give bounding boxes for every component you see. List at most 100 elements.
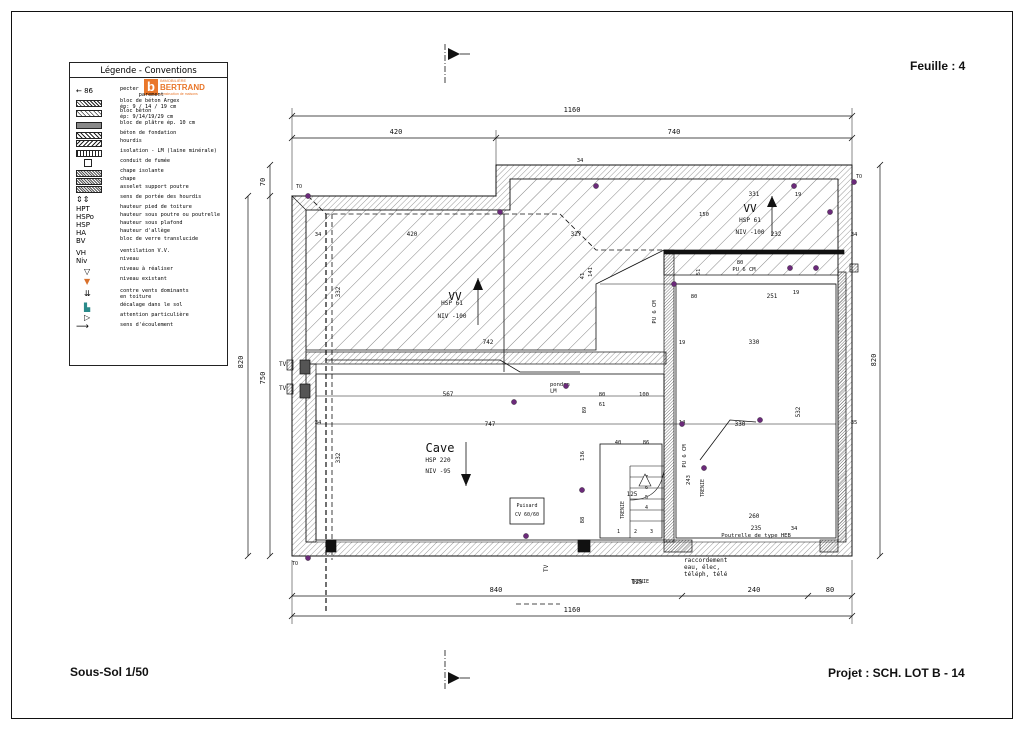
dimension-tick [876, 161, 884, 169]
level-arrow-icon [473, 278, 483, 290]
stair-number: 2 [634, 529, 637, 535]
dimension-tick [876, 552, 884, 560]
legend-item: ▷attention particulière [70, 312, 227, 323]
dimension-label: 61 [599, 402, 606, 408]
dimension-label: 740 [668, 128, 681, 136]
tv-label: TV [543, 564, 550, 572]
level-arrow-icon [767, 196, 777, 207]
legend-symbol: VH [76, 249, 87, 257]
dimension-label: 235 [751, 525, 762, 532]
stair-number: 1 [617, 529, 620, 535]
legend-item: béton de fondation [70, 130, 227, 141]
dimension-label: 125 [627, 491, 638, 498]
marker-dot [305, 555, 311, 561]
legend-item: hourdis [70, 138, 227, 149]
cave-room-outline [315, 373, 665, 541]
marker-dot [813, 265, 819, 271]
dimension-tick [244, 192, 252, 200]
conduit-line [504, 213, 664, 251]
legend-symbol [76, 131, 102, 140]
dimension-label: 34 [791, 526, 798, 532]
beam-note: PU 6 CM [732, 267, 756, 273]
legend-symbol: HSP [76, 221, 90, 229]
marker-dot [787, 265, 793, 271]
dimension-label: 89 [582, 407, 588, 414]
stair-number: 6 [645, 485, 648, 491]
legend-symbol [76, 121, 102, 130]
dimension-label: 34 [851, 232, 858, 238]
legend-text: décalage dans le sol [120, 302, 183, 308]
sheet-frame [11, 11, 1013, 719]
legend-symbol [76, 185, 102, 194]
legend-item: HSP hauteur sous plafond [70, 220, 227, 231]
marker-dot [511, 399, 517, 405]
dimension-label: 86 [643, 440, 650, 446]
dimension-tick [804, 592, 812, 600]
dimension-label: 80 [691, 294, 698, 300]
legend-text: sens d'écoulement [120, 322, 174, 328]
dimension-label: 532 [795, 406, 802, 417]
legend-title: Légende - Conventions [100, 65, 197, 75]
ventilation-grille [286, 359, 294, 371]
legend-symbol [76, 177, 102, 186]
legend-text: pecter parement [120, 86, 164, 98]
legend-symbol: BV [76, 237, 86, 245]
legend-symbol: HPT [76, 205, 90, 213]
dimension-tick [266, 161, 274, 169]
dimension-label: 19 [793, 290, 800, 296]
tv-box [299, 359, 311, 375]
zone-label: VV [448, 290, 462, 303]
dimension-label: 747 [485, 421, 496, 428]
legend-symbol: ⇕⇕ [76, 195, 90, 204]
dimension-label: 141 [588, 267, 594, 277]
east-wall-thick [837, 271, 847, 543]
stair-number: 3 [650, 529, 653, 535]
trench-note: TRENIE [631, 579, 649, 585]
marker-dot [851, 179, 857, 185]
stair-winder [629, 469, 665, 501]
dimension-label: 243 [686, 475, 692, 485]
legend-text: bloc de béton Argex ép: 9 / 14 / 19 cm [120, 98, 180, 110]
legend-symbol: HSPo [76, 213, 94, 221]
to-label: TO [292, 561, 298, 567]
dimension-label: 51 [696, 269, 702, 276]
stair-outline [599, 443, 663, 539]
legend-box: Légende - Conventions b IMMOBILIÈRE BERT… [69, 62, 228, 366]
legend-item: conduit de fumée [70, 158, 227, 169]
puisard-label: Puisard [516, 503, 537, 509]
legend-text: asselet support poutre [120, 184, 189, 190]
legend-text: hauteur sous plafond [120, 220, 183, 226]
dimension-tick [266, 552, 274, 560]
section-marker-icon [448, 672, 460, 684]
dimension-label: 136 [580, 451, 586, 461]
legend-symbol: Niv [76, 257, 88, 265]
legend-symbol [76, 169, 102, 178]
marker-dot [827, 209, 833, 215]
legend-text: bloc béton ép: 9/14/19/29 cm [120, 108, 174, 120]
legend-text: niveau [120, 256, 139, 262]
dimension-label: 330 [735, 421, 746, 428]
text-line: eau, élec, [684, 564, 720, 571]
zone-hsp: HSP 61 [441, 300, 463, 307]
marker-dot [701, 465, 707, 471]
marker-dot [523, 533, 529, 539]
interior-wall-band [305, 351, 667, 365]
tv-box [299, 383, 311, 399]
dimension-label: 80 [737, 260, 744, 266]
dimension-label: 19 [679, 340, 686, 346]
dimension-label: 750 [259, 372, 267, 385]
dimension-label: 1160 [564, 606, 581, 614]
trench-note: TRENIE [700, 479, 706, 497]
column-block [325, 539, 337, 553]
legend-text: bloc de plâtre ép. 10 cm [120, 120, 195, 126]
dimension-label: 840 [490, 586, 503, 594]
marker-dot [791, 183, 797, 189]
level-scale-label: Sous-Sol 1/50 [70, 665, 149, 679]
stair-number: 5 [645, 495, 648, 501]
dimension-label: 567 [443, 391, 454, 398]
